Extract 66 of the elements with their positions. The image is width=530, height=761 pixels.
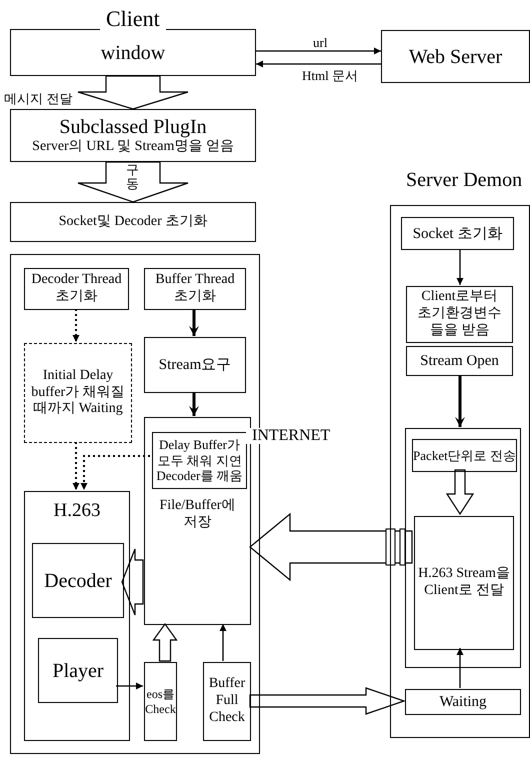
block-arrow bbox=[152, 622, 178, 662]
process-box bbox=[412, 439, 517, 472]
box-text: Waiting bbox=[439, 693, 487, 711]
block-arrow bbox=[249, 512, 413, 582]
box-text: Buffer Full Check bbox=[208, 676, 246, 727]
block-arrow bbox=[249, 687, 406, 715]
block-arrow bbox=[77, 75, 189, 110]
arrow bbox=[456, 249, 464, 285]
server-box bbox=[381, 30, 530, 83]
arrow bbox=[256, 48, 381, 54]
process-box bbox=[32, 543, 124, 618]
box-subtext: Server의 URL 및 Stream명을 얻음 bbox=[32, 139, 234, 156]
section-heading: Client bbox=[100, 8, 166, 30]
process-box bbox=[24, 268, 129, 310]
box-text: Decoder bbox=[44, 568, 112, 592]
init-box bbox=[10, 202, 256, 242]
edge-label: Html 문서 bbox=[302, 69, 358, 82]
arrow bbox=[189, 392, 199, 416]
process-box bbox=[203, 662, 251, 741]
process-box bbox=[38, 638, 118, 703]
box-text: eos를 Check bbox=[145, 687, 176, 716]
dotted-arrow bbox=[72, 309, 80, 342]
dotted-arrow bbox=[72, 442, 80, 490]
box-text: Delay Buffer가 모두 채워 지연 Decoder를 깨움 bbox=[155, 437, 244, 484]
arrow bbox=[220, 624, 226, 661]
process-box bbox=[401, 217, 514, 250]
box-text: window bbox=[100, 40, 166, 64]
process-box bbox=[406, 346, 513, 376]
plugin-box bbox=[10, 109, 256, 162]
process-box bbox=[144, 268, 246, 310]
arrow bbox=[456, 648, 464, 688]
box-text: Initial Delay buffer가 채워질 때까지 Waiting bbox=[30, 368, 126, 418]
edge-label: url bbox=[313, 36, 328, 49]
box-text: Player bbox=[52, 658, 104, 682]
box-text: Web Server bbox=[408, 44, 502, 68]
box-text: H.263 Stream을 Client로 전달 bbox=[417, 566, 511, 600]
process-box bbox=[414, 516, 514, 650]
box-text: Socket및 Decoder 초기화 bbox=[58, 214, 208, 230]
arrow bbox=[189, 309, 199, 336]
buffer-box bbox=[144, 417, 251, 625]
box-text: Packet단위로 전송 bbox=[413, 448, 516, 464]
box-text: Buffer Thread 초기화 bbox=[154, 272, 236, 306]
arrow bbox=[116, 682, 143, 690]
dotted-arrow bbox=[80, 455, 150, 490]
box-text: File/Buffer에 저장 bbox=[158, 498, 236, 532]
waiting-box bbox=[24, 343, 132, 443]
block-arrow bbox=[121, 548, 144, 616]
server-panel bbox=[390, 205, 530, 738]
box-text: Decoder Thread 초기화 bbox=[30, 272, 123, 306]
decoder-panel bbox=[24, 491, 130, 741]
block-arrow bbox=[446, 469, 474, 516]
arrow bbox=[455, 375, 465, 427]
process-box bbox=[144, 337, 246, 393]
edge-label: 구동 bbox=[126, 163, 140, 192]
box-text: Stream Open bbox=[420, 352, 499, 370]
box-text: Client로부터 초기환경변수 들을 받음 bbox=[416, 289, 502, 340]
process-box bbox=[144, 662, 177, 741]
arrow bbox=[256, 60, 381, 68]
edge-label: 메시지 전달 bbox=[4, 92, 72, 105]
process-box bbox=[405, 689, 521, 715]
box-text: Subclassed PlugIn bbox=[59, 115, 207, 140]
box-text: Socket 초기화 bbox=[412, 224, 502, 242]
box-text: Stream요구 bbox=[158, 356, 232, 374]
process-box bbox=[406, 286, 513, 343]
box-text: H.263 bbox=[54, 500, 100, 523]
stream-panel bbox=[405, 428, 521, 668]
